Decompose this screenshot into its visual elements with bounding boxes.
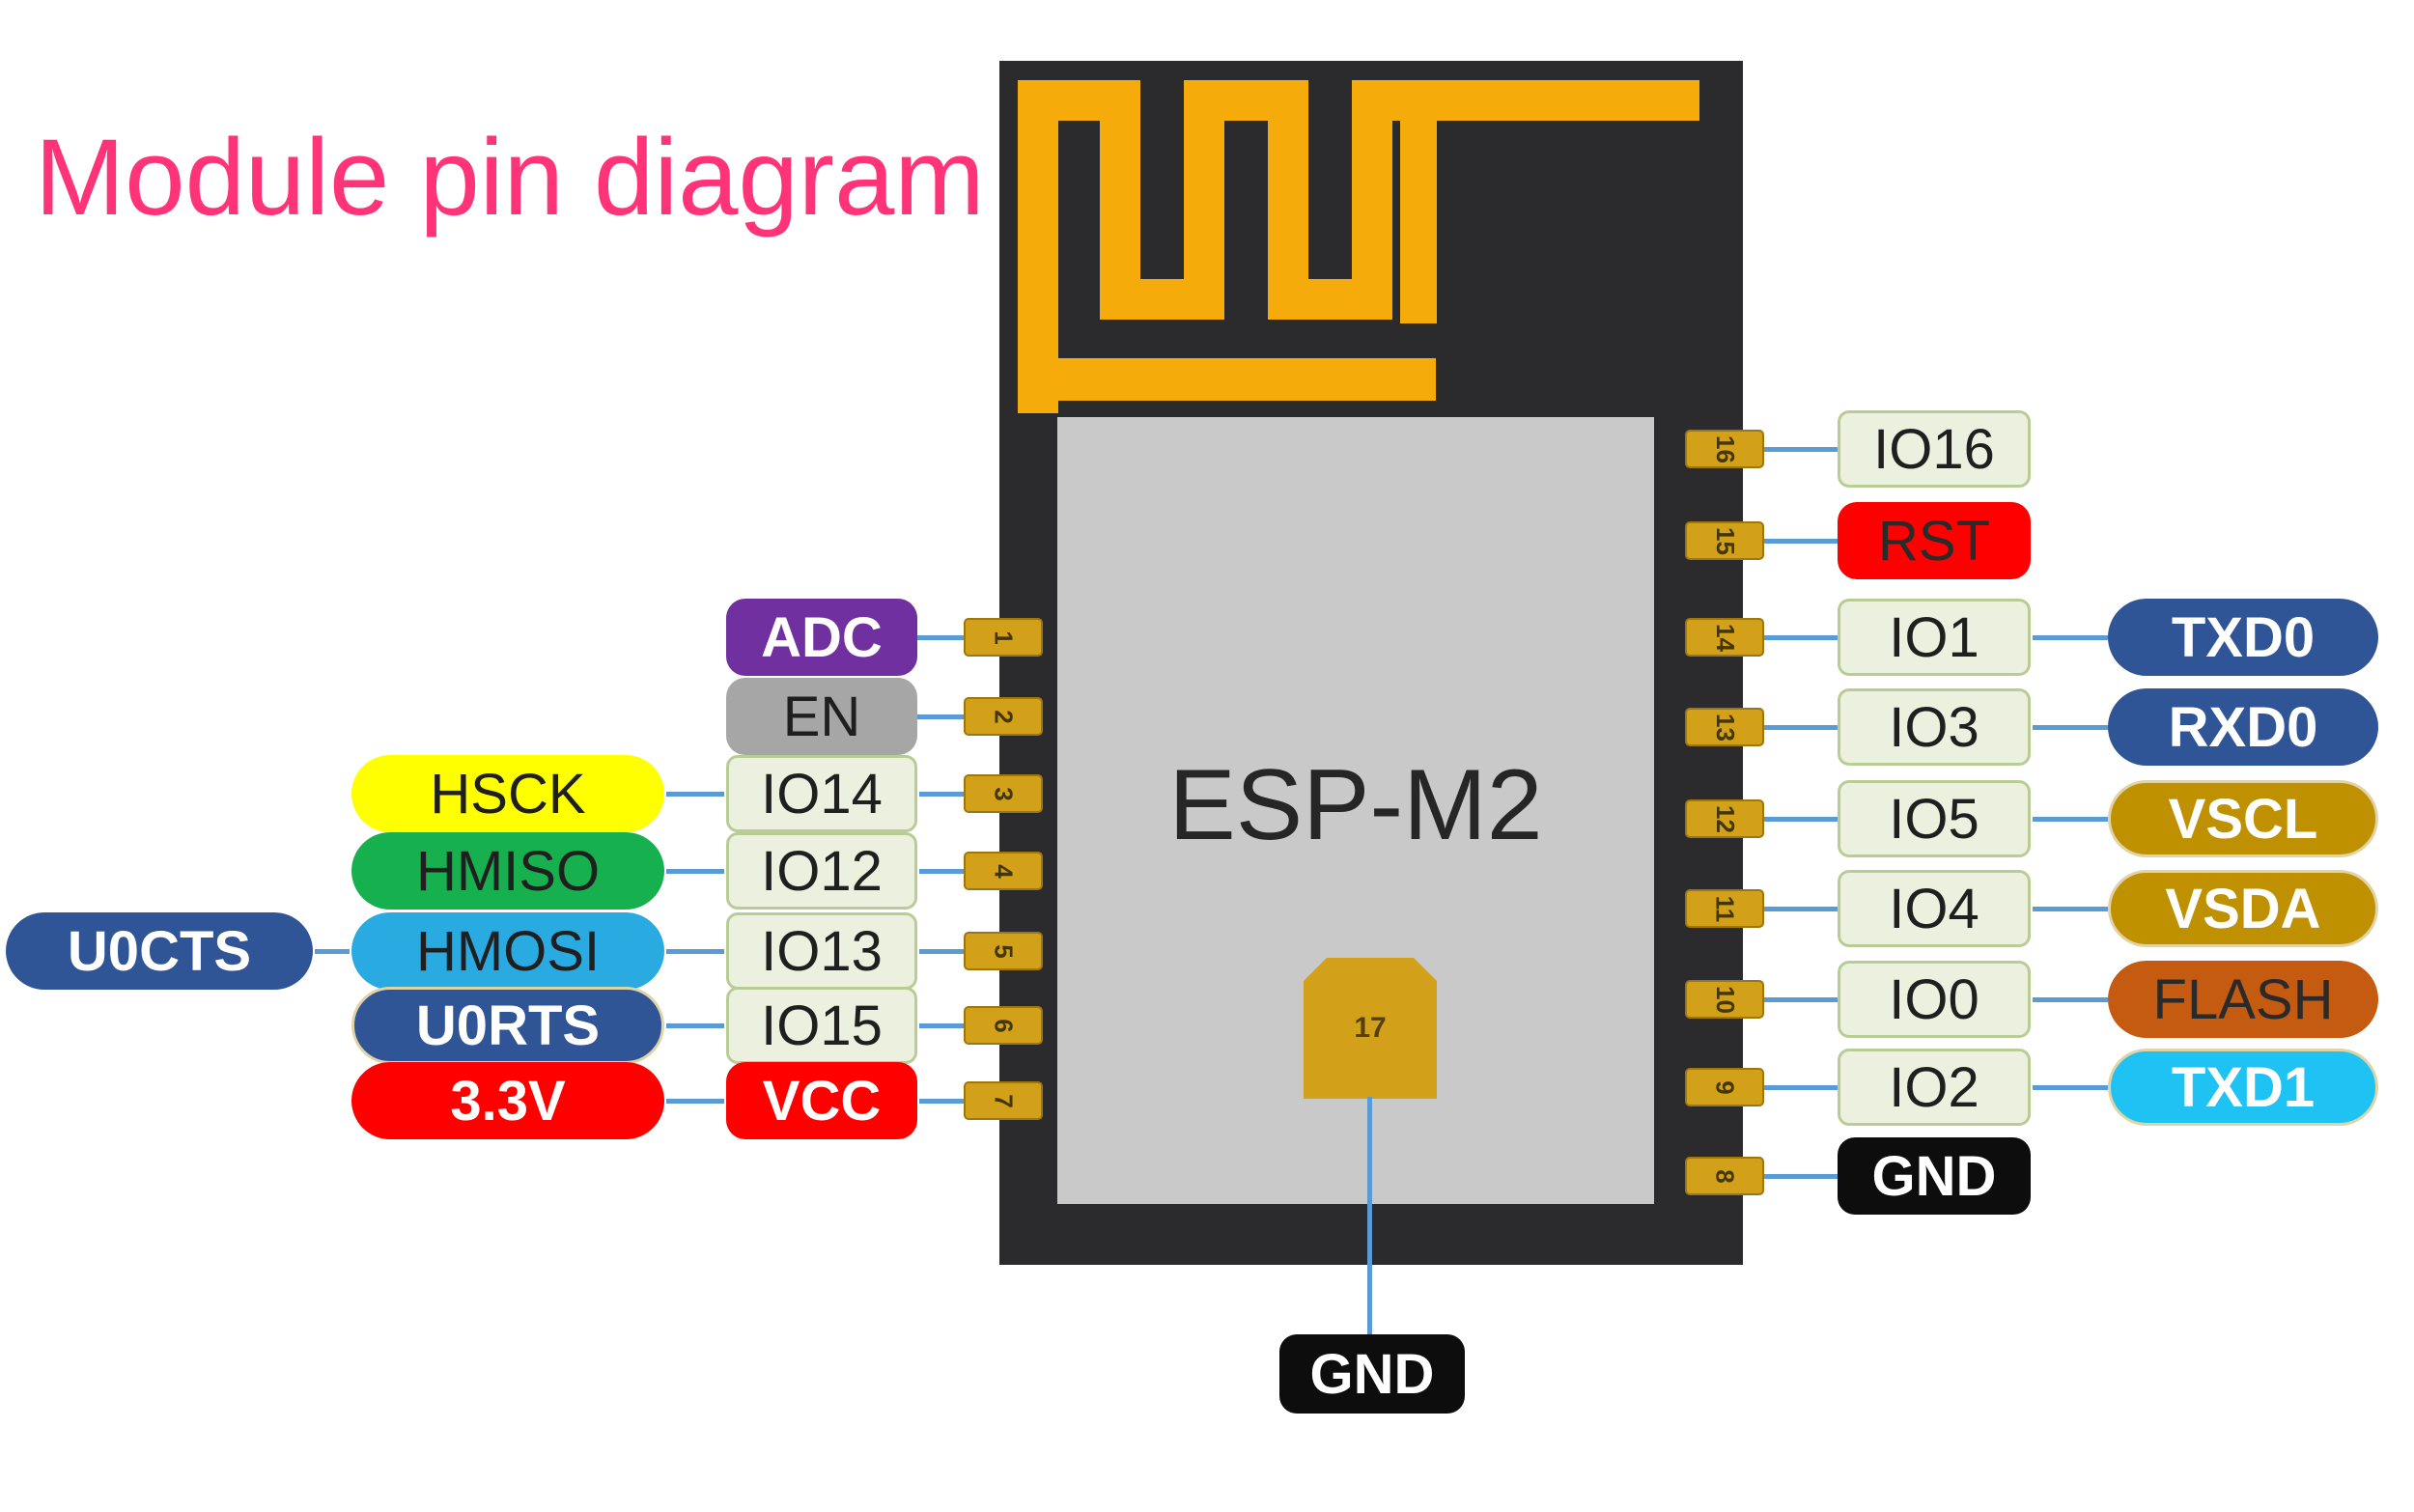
pad-14: 14 [1685, 618, 1764, 657]
wire [1764, 725, 1838, 730]
pcb-antenna-icon [1018, 80, 1699, 413]
pin-label-gnd-bottom: GND [1279, 1334, 1465, 1414]
pin-label-flash: FLASH [2108, 961, 2378, 1038]
wire [919, 869, 968, 874]
pin-label-u0cts: U0CTS [6, 912, 313, 990]
wire [1764, 817, 1838, 822]
pin-label-adc: ADC [726, 599, 917, 676]
wire [666, 1023, 724, 1028]
center-pad-17: 17 [1304, 958, 1437, 1099]
pad-7: 7 [964, 1081, 1043, 1120]
wire [666, 869, 724, 874]
wire [666, 792, 724, 797]
pin-label-io3: IO3 [1838, 688, 2031, 766]
wire [910, 635, 968, 640]
pad-10: 10 [1685, 980, 1764, 1019]
wire [2033, 725, 2108, 730]
pin-label-gnd-right: GND [1838, 1137, 2031, 1215]
pad-9: 9 [1685, 1068, 1764, 1106]
wire [919, 792, 968, 797]
pin-label-io1: IO1 [1838, 599, 2031, 676]
wire [1764, 635, 1838, 640]
pin-label-txd1: TXD1 [2108, 1049, 2378, 1126]
wire [1764, 907, 1838, 911]
pin-label-hsck: HSCK [351, 755, 664, 832]
pin-label-rst: RST [1838, 502, 2031, 579]
wire [315, 949, 350, 954]
wire [1764, 1174, 1838, 1179]
pin-label-vsda: VSDA [2108, 870, 2378, 947]
pin-label-vscl: VSCL [2108, 780, 2378, 857]
esp-module-body: ESP-M2 17 [999, 61, 1743, 1265]
pad-15: 15 [1685, 521, 1764, 560]
pin-label-io16: IO16 [1838, 410, 2031, 488]
pin-label-io13: IO13 [726, 912, 917, 990]
pin-label-io15: IO15 [726, 987, 917, 1064]
pin-label-io0: IO0 [1838, 961, 2031, 1038]
wire [666, 1099, 724, 1104]
wire [919, 1023, 968, 1028]
center-pad-number: 17 [1354, 1012, 1387, 1044]
pin-label-hmiso: HMISO [351, 832, 664, 910]
pin-label-u0rts: U0RTS [351, 987, 664, 1064]
pin-label-io14: IO14 [726, 755, 917, 832]
pin-label-io5: IO5 [1838, 780, 2031, 857]
wire [919, 1099, 968, 1104]
wire-gnd-center [1367, 1097, 1372, 1334]
pin-label-io2: IO2 [1838, 1049, 2031, 1126]
pad-16: 16 [1685, 430, 1764, 468]
pin-label-hmosi: HMOSI [351, 912, 664, 990]
wire [2033, 817, 2108, 822]
wire [2033, 1085, 2108, 1090]
wire [2033, 907, 2108, 911]
wire [1764, 1085, 1838, 1090]
pad-3: 3 [964, 774, 1043, 813]
wire [1764, 539, 1838, 544]
pin-label-io12: IO12 [726, 832, 917, 910]
wire [919, 949, 968, 954]
pad-1: 1 [964, 618, 1043, 657]
wire [666, 949, 724, 954]
pad-2: 2 [964, 697, 1043, 736]
pin-label-vcc: VCC [726, 1062, 917, 1139]
pin-label-io4: IO4 [1838, 870, 2031, 947]
pin-label-rxd0: RXD0 [2108, 688, 2378, 766]
pad-8: 8 [1685, 1157, 1764, 1195]
pin-label-en: EN [726, 678, 917, 755]
pin-label-txd0: TXD0 [2108, 599, 2378, 676]
wire [1764, 997, 1838, 1002]
wire [2033, 997, 2108, 1002]
pad-4: 4 [964, 852, 1043, 890]
pin-label-3v3: 3.3V [351, 1062, 664, 1139]
pad-6: 6 [964, 1006, 1043, 1045]
pad-13: 13 [1685, 708, 1764, 746]
page-title: Module pin diagram [35, 117, 985, 238]
pad-5: 5 [964, 932, 1043, 970]
pad-11: 11 [1685, 889, 1764, 928]
wire [910, 714, 968, 719]
wire [1764, 447, 1838, 452]
module-name: ESP-M2 [1168, 749, 1543, 861]
pad-12: 12 [1685, 799, 1764, 838]
wire [2033, 635, 2108, 640]
